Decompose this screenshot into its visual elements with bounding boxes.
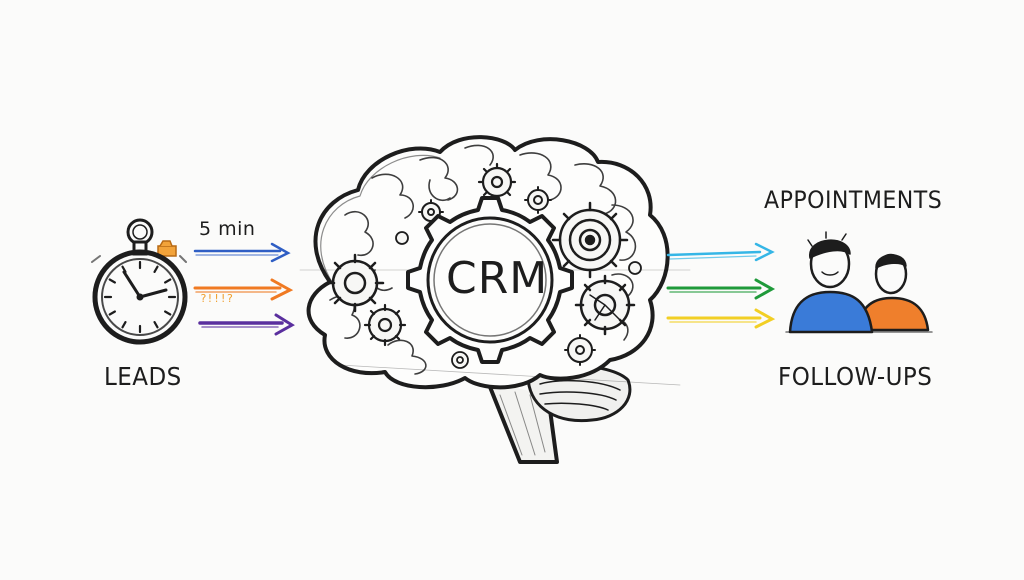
time-label: 5 min xyxy=(199,218,256,240)
sketch-scribble: ?!!!? xyxy=(200,292,233,305)
gear-icon xyxy=(325,253,385,313)
gear-icon xyxy=(551,201,629,279)
outgoing-arrows xyxy=(666,242,776,329)
incoming-arrows: ?!!!? xyxy=(193,242,295,336)
stopwatch-icon xyxy=(91,218,188,345)
appointments-label: APPOINTMENTS xyxy=(764,186,943,214)
brain-icon xyxy=(299,135,691,464)
crm-label: CRM xyxy=(446,253,549,304)
followups-label: FOLLOW-UPS xyxy=(778,362,933,391)
gear-icon xyxy=(564,334,596,366)
gear-icon xyxy=(451,351,469,369)
person-blue-icon xyxy=(788,231,874,334)
people-icon xyxy=(785,231,933,334)
gear-icon xyxy=(477,162,517,202)
gear-icon xyxy=(395,231,642,275)
gear-icon xyxy=(574,274,636,336)
arrow-green xyxy=(666,278,776,300)
arrow-blue xyxy=(193,242,291,263)
leads-label: LEADS xyxy=(104,362,182,391)
gear-icon xyxy=(363,303,407,347)
person-orange-icon xyxy=(856,253,930,332)
arrow-cyan xyxy=(666,242,775,262)
arrow-purple xyxy=(198,313,295,336)
arrow-yellow xyxy=(666,308,776,329)
gear-icon xyxy=(524,186,552,214)
arrow-orange xyxy=(193,278,294,301)
crm-gear-icon xyxy=(406,196,574,364)
